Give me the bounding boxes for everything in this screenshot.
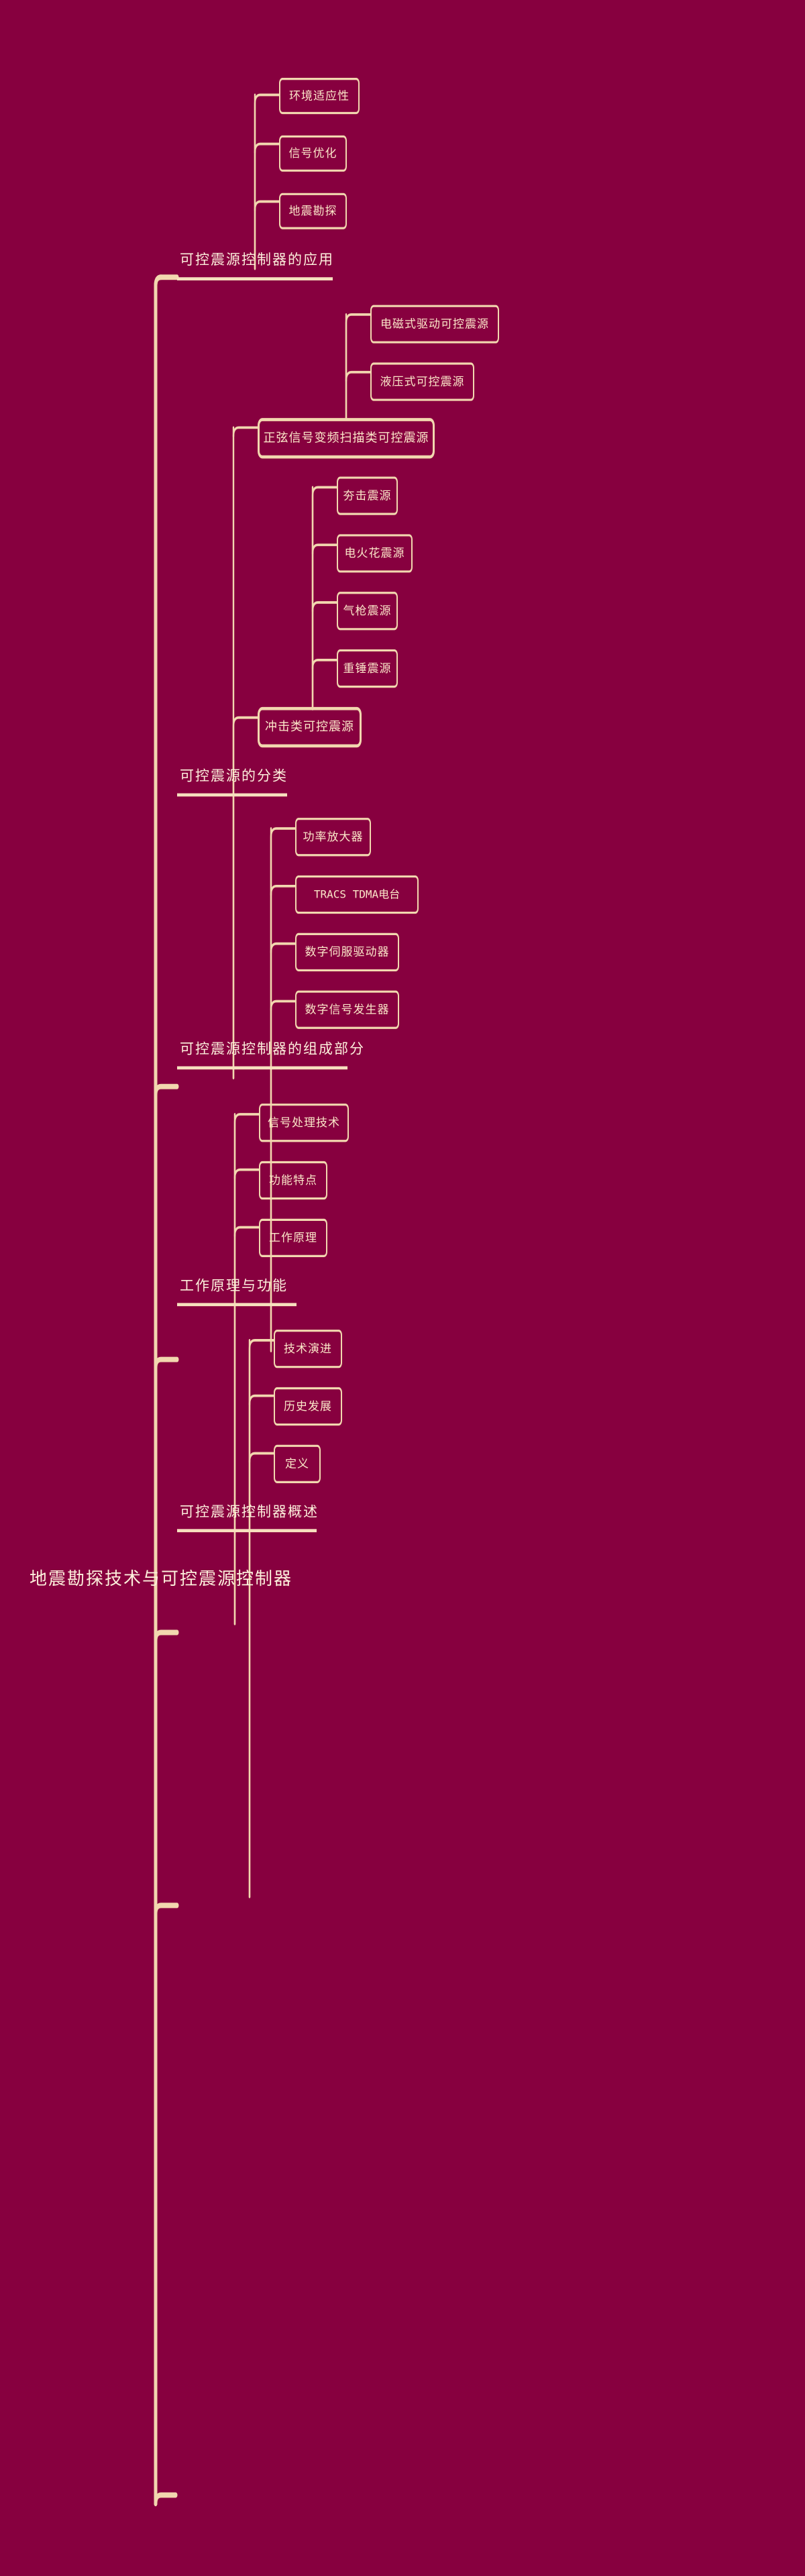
node-signal-processing-tech[interactable]: 信号处理技术 xyxy=(259,1104,349,1142)
node-label: TRACS TDMA电台 xyxy=(313,888,400,901)
node-digital-signal-generator[interactable]: 数字信号发生器 xyxy=(295,990,399,1029)
branch-label: 工作原理与功能 xyxy=(180,1277,288,1293)
node-label: 信号处理技术 xyxy=(268,1116,340,1130)
node-label: 历史发展 xyxy=(284,1399,332,1413)
node-label: 电磁式驱动可控震源 xyxy=(380,317,489,331)
node-airgun-source[interactable]: 气枪震源 xyxy=(337,592,398,631)
node-weight-drop-source[interactable]: 重锤震源 xyxy=(337,649,398,688)
node-sparker-source[interactable]: 电火花震源 xyxy=(337,534,413,573)
node-label: 数字伺服驱动器 xyxy=(305,945,390,959)
branch-title-components[interactable]: 可控震源控制器的组成部分 xyxy=(177,1033,364,1070)
node-label: 正弦信号变频扫描类可控震源 xyxy=(263,431,429,445)
branch-label: 可控震源控制器概述 xyxy=(180,1503,319,1519)
node-label: 功能特点 xyxy=(269,1173,317,1187)
node-label: 电火花震源 xyxy=(344,546,405,560)
root-label: 地震勘探技术与可控震源控制器 xyxy=(30,1568,293,1589)
node-label: 夯击震源 xyxy=(343,488,392,502)
node-hydraulic-vibrator[interactable]: 液压式可控震源 xyxy=(370,362,474,401)
node-seismic-exploration[interactable]: 地震勘探 xyxy=(279,193,347,229)
node-sine-sweep-vibrator[interactable]: 正弦信号变频扫描类可控震源 xyxy=(258,418,435,459)
node-historical-development[interactable]: 历史发展 xyxy=(274,1387,342,1426)
node-tracs-tdma-radio[interactable]: TRACS TDMA电台 xyxy=(295,875,419,914)
node-technology-evolution[interactable]: 技术演进 xyxy=(274,1330,342,1368)
branch-title-principle[interactable]: 工作原理与功能 xyxy=(177,1270,297,1307)
node-label: 数字信号发生器 xyxy=(305,1002,390,1016)
node-label: 定义 xyxy=(285,1456,309,1470)
branch-label: 可控震源的分类 xyxy=(180,767,288,784)
node-working-principle[interactable]: 工作原理 xyxy=(259,1218,327,1257)
branch-title-application[interactable]: 可控震源控制器的应用 xyxy=(177,244,334,281)
node-impulsive-vibrator[interactable]: 冲击类可控震源 xyxy=(258,706,362,748)
node-label: 气枪震源 xyxy=(343,604,392,618)
node-label: 重锤震源 xyxy=(343,661,392,676)
node-environment-adaptability[interactable]: 环境适应性 xyxy=(279,78,360,115)
branch-label: 可控震源控制器的组成部分 xyxy=(180,1040,365,1057)
node-label: 信号优化 xyxy=(288,146,337,160)
node-label: 工作原理 xyxy=(269,1230,317,1244)
branch-title-classification[interactable]: 可控震源的分类 xyxy=(177,760,288,797)
root-title[interactable]: 地震勘探技术与可控震源控制器 xyxy=(27,1556,309,1599)
branch-label: 可控震源控制器的应用 xyxy=(180,251,334,268)
node-label: 功率放大器 xyxy=(303,830,364,844)
node-label: 技术演进 xyxy=(284,1342,332,1356)
node-signal-optimization[interactable]: 信号优化 xyxy=(279,135,347,172)
node-label: 冲击类可控震源 xyxy=(265,720,354,735)
node-power-amplifier[interactable]: 功率放大器 xyxy=(295,818,371,857)
node-functional-features[interactable]: 功能特点 xyxy=(259,1161,327,1200)
node-tamping-source[interactable]: 夯击震源 xyxy=(337,476,398,515)
node-label: 环境适应性 xyxy=(289,89,350,103)
node-digital-servo-driver[interactable]: 数字伺服驱动器 xyxy=(295,932,399,972)
node-label: 地震勘探 xyxy=(288,204,337,218)
node-definition[interactable]: 定义 xyxy=(274,1444,321,1483)
node-electromagnetic-vibrator[interactable]: 电磁式驱动可控震源 xyxy=(370,305,499,343)
node-label: 液压式可控震源 xyxy=(380,374,465,388)
branch-title-overview[interactable]: 可控震源控制器概述 xyxy=(177,1496,319,1533)
